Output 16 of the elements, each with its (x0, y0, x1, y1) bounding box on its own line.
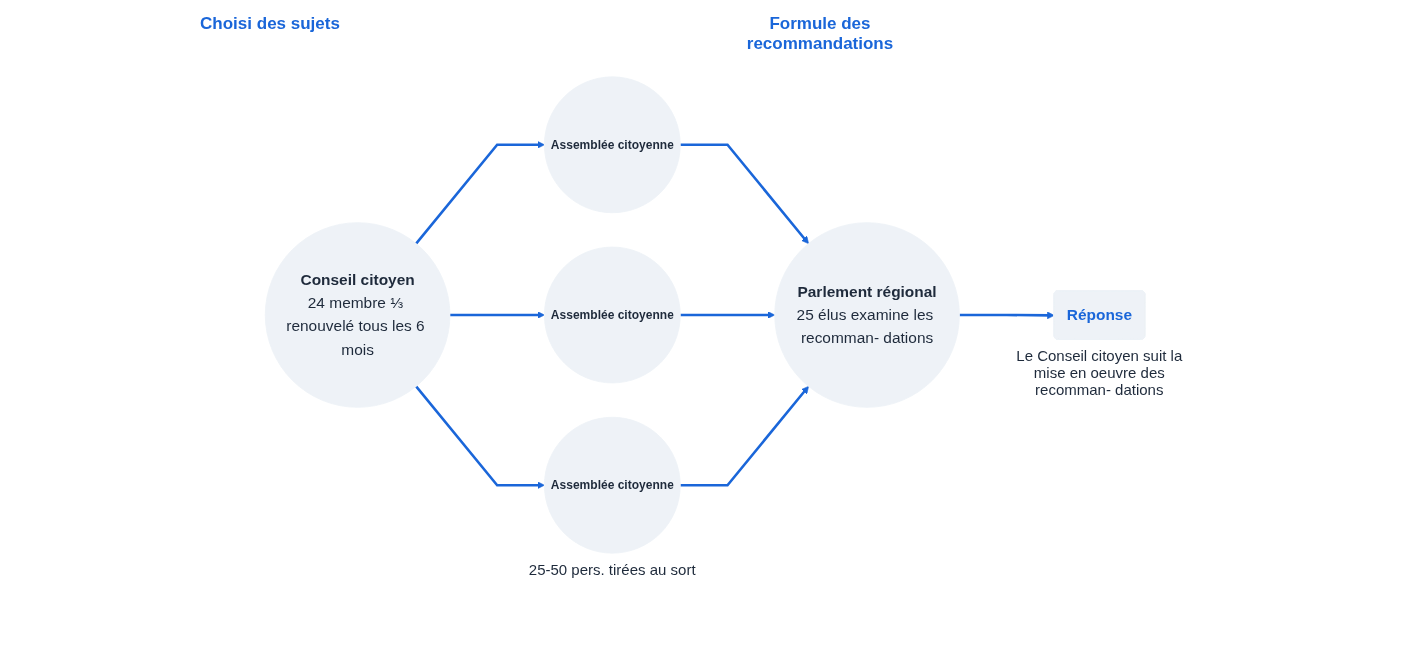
node-caption: Le Conseil citoyen suit la mise en oeuvre des recomman- dations (1015, 347, 1184, 399)
arrow (415, 141, 545, 245)
node-circle: Assemblée citoyenne (543, 416, 681, 554)
node-caption: 25-50 pers. tirées au sort (527, 561, 697, 579)
arrow (415, 385, 545, 489)
node-circle: Parlement régional 25 élus examine les recomman- dations (774, 222, 960, 408)
node-circle: Assemblée citoyenne (543, 246, 681, 384)
arrow (959, 311, 1055, 320)
arrow (680, 386, 809, 487)
arrow (680, 143, 809, 244)
node-circle: Conseil citoyen 24 membre ⅓ renouvelé tous les 6 mois (264, 222, 451, 408)
node-circle: Assemblée citoyenne (543, 76, 681, 214)
arrow (680, 311, 775, 319)
flow-label: Formule des recommandations (745, 14, 895, 54)
arrow (449, 311, 545, 319)
flow-label: Choisi des sujets (199, 14, 341, 34)
